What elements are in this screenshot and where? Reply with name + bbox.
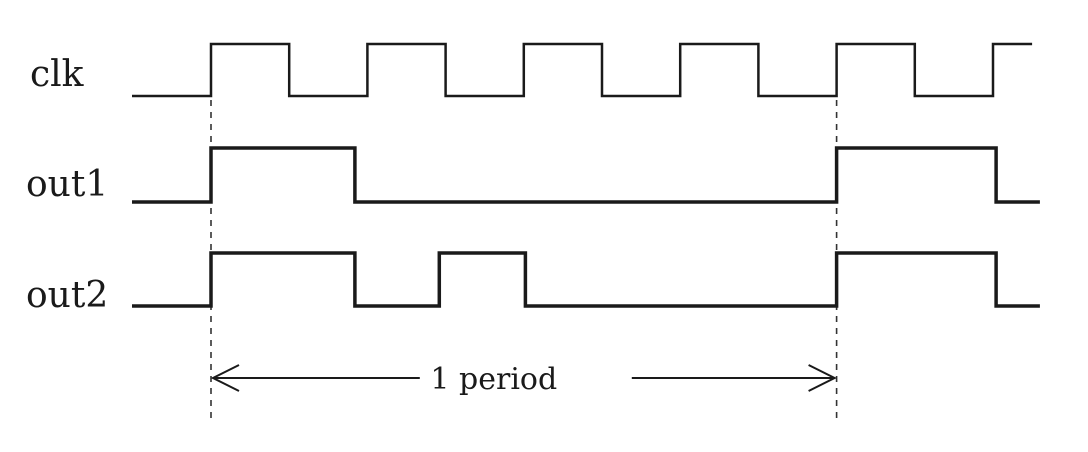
out1-waveform — [132, 146, 1040, 204]
clk-waveform — [132, 42, 1033, 98]
period-arrow-right-head — [808, 364, 837, 392]
out2-waveform — [132, 251, 1040, 308]
out2-label: out2 — [26, 275, 108, 316]
period-dimension: 1 period — [210, 362, 837, 397]
period-arrow-left-head — [210, 364, 240, 392]
period-label: 1 period — [430, 362, 557, 397]
clk-label: clk — [30, 54, 85, 95]
out1-label: out1 — [26, 164, 108, 205]
